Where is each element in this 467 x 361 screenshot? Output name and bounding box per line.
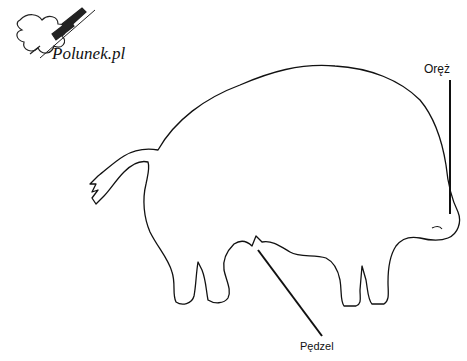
boar-outline <box>90 65 460 306</box>
boar-eye <box>432 227 442 229</box>
logo-stripe <box>52 20 74 40</box>
part-label: Oręż <box>424 62 450 76</box>
leader-line <box>449 80 451 214</box>
part-label: Pędzel <box>300 340 334 352</box>
leaf-stem <box>30 46 40 54</box>
logo-text: Polunek.pl <box>52 44 125 64</box>
leader-line <box>258 250 322 336</box>
